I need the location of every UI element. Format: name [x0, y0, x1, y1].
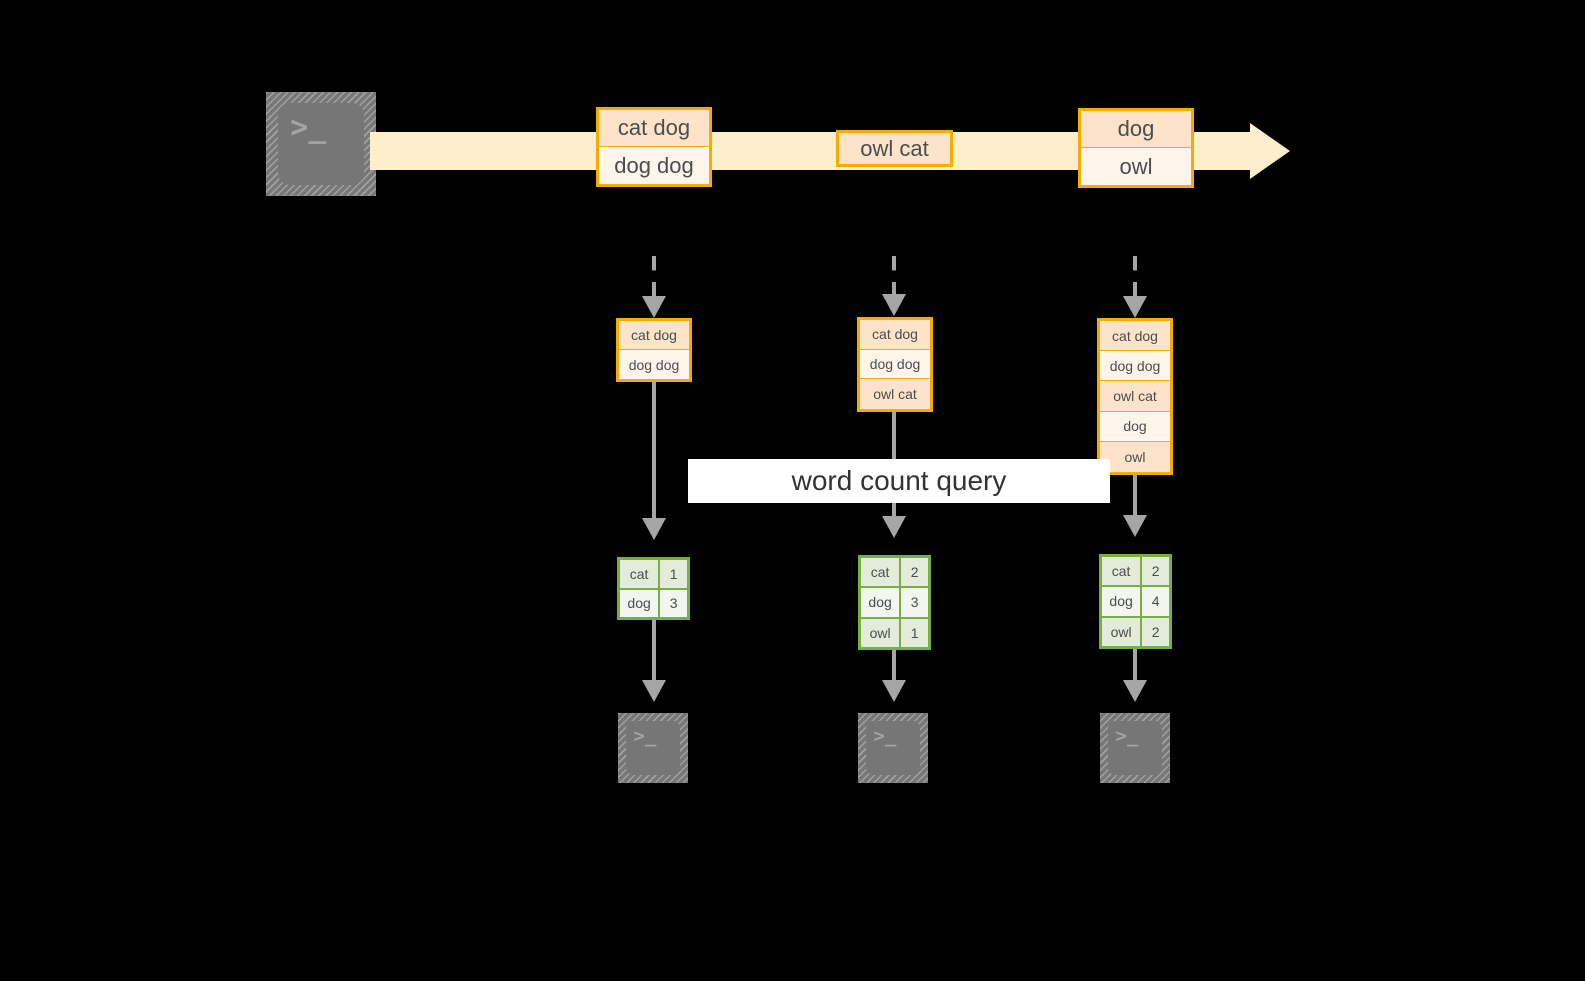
output-word: dog: [620, 589, 661, 617]
output-row: dog 3: [620, 589, 687, 617]
terminal-prompt-glyph: >_: [633, 725, 657, 747]
output-word: owl: [861, 618, 902, 647]
output-count: 1: [660, 560, 687, 588]
output-row: cat 2: [1102, 557, 1169, 588]
input-row: dog dog: [1100, 351, 1170, 382]
stream-arrowhead-icon: [1250, 123, 1290, 179]
snapshot-trigger-arrowhead-2: [882, 294, 906, 316]
terminal-prompt-glyph: >_: [290, 109, 327, 145]
snapshot-1-input-table[interactable]: cat dog dog dog: [616, 318, 692, 382]
sink-arrow-line-1: [652, 620, 656, 686]
output-word: owl: [1102, 617, 1143, 646]
snapshot-3-output-table[interactable]: cat 2 dog 4 owl 2: [1099, 554, 1172, 649]
sink-arrowhead-2: [882, 680, 906, 702]
output-count: 4: [1142, 587, 1169, 616]
input-row: dog dog: [619, 350, 689, 379]
terminal-prompt-glyph: >_: [1115, 725, 1139, 747]
terminal-icon-sink-2: >_: [858, 713, 928, 783]
input-row: dog dog: [860, 349, 930, 380]
input-row: cat dog: [1100, 321, 1170, 352]
terminal-screen: [278, 103, 364, 185]
snapshot-trigger-line-3: [1133, 256, 1137, 300]
input-row: owl cat: [1100, 381, 1170, 412]
terminal-icon-sink-3: >_: [1100, 713, 1170, 783]
stream-event-cell: owl cat: [839, 133, 950, 164]
stream-event-cell: dog: [1081, 111, 1191, 148]
output-row: dog 3: [861, 588, 928, 619]
terminal-screen: [1107, 720, 1163, 776]
output-count: 2: [1142, 617, 1169, 646]
sink-arrow-line-2: [892, 650, 896, 686]
terminal-screen: [865, 720, 921, 776]
terminal-icon-source: >_: [266, 92, 376, 196]
output-word: cat: [861, 558, 902, 587]
output-row: owl 2: [1102, 617, 1169, 646]
query-arrowhead-1: [642, 518, 666, 540]
output-word: dog: [1102, 587, 1143, 616]
stream-event-cell: owl: [1081, 148, 1191, 185]
output-row: cat 1: [620, 560, 687, 590]
output-count: 1: [901, 618, 928, 647]
snapshot-trigger-arrowhead-3: [1123, 296, 1147, 318]
snapshot-trigger-arrowhead-1: [642, 296, 666, 318]
output-count: 2: [901, 558, 928, 587]
snapshot-2-output-table[interactable]: cat 2 dog 3 owl 1: [858, 555, 931, 650]
output-row: cat 2: [861, 558, 928, 589]
input-row: cat dog: [860, 320, 930, 350]
snapshot-3-input-table[interactable]: cat dog dog dog owl cat dog owl: [1097, 318, 1173, 475]
stream-event-1[interactable]: cat dog dog dog: [596, 107, 712, 187]
output-word: cat: [1102, 557, 1143, 586]
output-count: 3: [901, 588, 928, 617]
input-row: dog: [1100, 411, 1170, 442]
terminal-icon-sink-1: >_: [618, 713, 688, 783]
sink-arrowhead-3: [1123, 680, 1147, 702]
snapshot-trigger-line-1: [652, 256, 656, 300]
stream-event-cell: cat dog: [599, 110, 709, 147]
input-row: owl cat: [860, 379, 930, 409]
query-arrow-line-3: [1133, 475, 1137, 523]
stream-event-2[interactable]: owl cat: [836, 130, 953, 167]
output-word: dog: [861, 588, 902, 617]
query-arrowhead-2: [882, 516, 906, 538]
sink-arrow-line-3: [1133, 649, 1137, 686]
query-arrow-line-1: [652, 382, 656, 524]
input-row: owl: [1100, 441, 1170, 472]
sink-arrowhead-1: [642, 680, 666, 702]
terminal-screen: [625, 720, 681, 776]
stream-event-cell: dog dog: [599, 147, 709, 184]
output-count: 3: [660, 589, 687, 617]
output-word: cat: [620, 560, 661, 588]
output-count: 2: [1142, 557, 1169, 586]
output-row: dog 4: [1102, 587, 1169, 618]
snapshot-trigger-line-2: [892, 256, 896, 298]
query-label-banner: word count query: [688, 459, 1110, 503]
snapshot-1-output-table[interactable]: cat 1 dog 3: [617, 557, 690, 620]
snapshot-2-input-table[interactable]: cat dog dog dog owl cat: [857, 317, 933, 412]
stream-event-3[interactable]: dog owl: [1078, 108, 1194, 188]
input-row: cat dog: [619, 321, 689, 350]
query-arrowhead-3: [1123, 515, 1147, 537]
output-row: owl 1: [861, 618, 928, 647]
terminal-prompt-glyph: >_: [873, 725, 897, 747]
